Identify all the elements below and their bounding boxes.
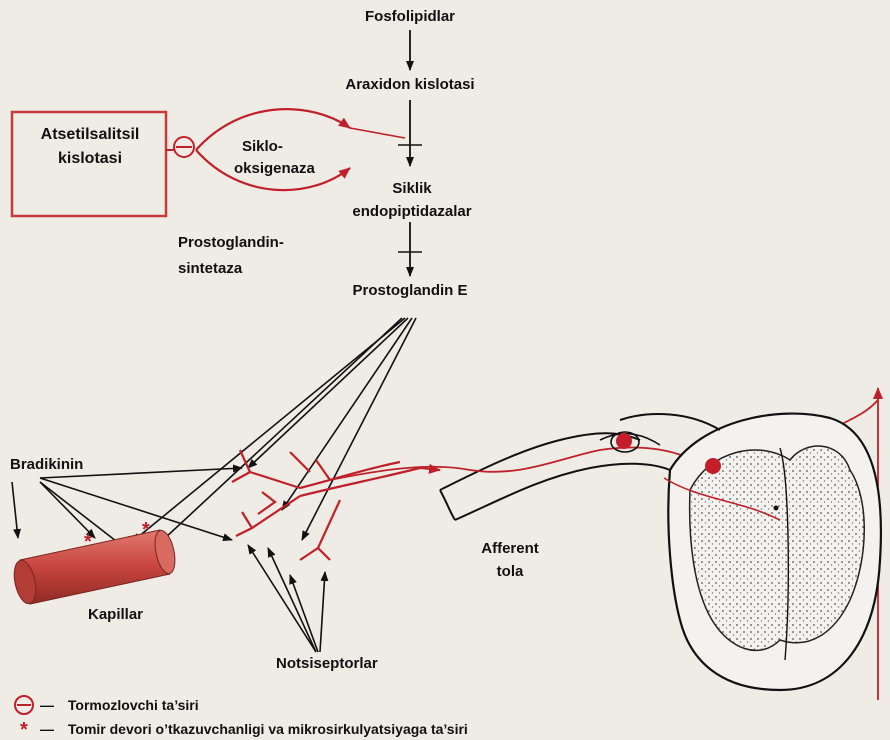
star-icon: * (84, 531, 92, 553)
label-prostaglandin-e: Prostoglandin E (352, 282, 467, 300)
neuron-body-ganglion (616, 433, 632, 449)
legend-vascular-text: Tomir devori o’tkazuvchanligi va mikrosi… (68, 721, 468, 737)
label-cox-line2: oksigenaza (234, 160, 315, 178)
legend-dash: — (40, 721, 54, 737)
label-endoperoxides-line2: endopiptidazalar (352, 203, 471, 221)
star-icon: * (142, 519, 150, 541)
label-bradykinin: Bradikinin (10, 456, 83, 474)
spinal-cord (600, 414, 881, 690)
label-aspirin-line1: Atsetilsalitsil (41, 126, 140, 144)
legend-star-icon: * (20, 719, 28, 740)
nociceptor-endings (232, 450, 420, 560)
legend-inhibition-text: Tormozlovchi ta’siri (68, 697, 199, 713)
legend-item-inhibition: — Tormozlovchi ta’siri (40, 696, 199, 714)
legend-dash: — (40, 697, 54, 713)
label-nociceptors: Notsiseptorlar (276, 655, 378, 673)
afferent-fiber (440, 433, 670, 520)
label-arachidonic-acid: Araxidon kislotasi (345, 76, 474, 94)
pge-effect-arrows (132, 318, 416, 552)
label-capillary: Kapillar (88, 606, 143, 624)
label-pg-synthase-line2: sintetaza (178, 260, 242, 278)
label-afferent-line2: tola (497, 563, 524, 581)
nociceptor-arrows (248, 545, 325, 652)
label-aspirin-line2: kislotasi (58, 150, 122, 168)
label-phospholipids: Fosfolipidlar (365, 8, 455, 26)
label-endoperoxides-line1: Siklik (392, 180, 431, 198)
label-afferent-line1: Afferent (481, 540, 539, 558)
label-pg-synthase-line1: Prostoglandin- (178, 234, 284, 252)
neuron-body-dorsal-horn (705, 458, 721, 474)
legend-inhibition-icon (15, 696, 33, 714)
label-cox-line1: Siklo- (242, 138, 283, 156)
legend-item-vascular: — Tomir devori o’tkazuvchanligi va mikro… (40, 720, 468, 738)
capillary-vessel (11, 529, 179, 606)
